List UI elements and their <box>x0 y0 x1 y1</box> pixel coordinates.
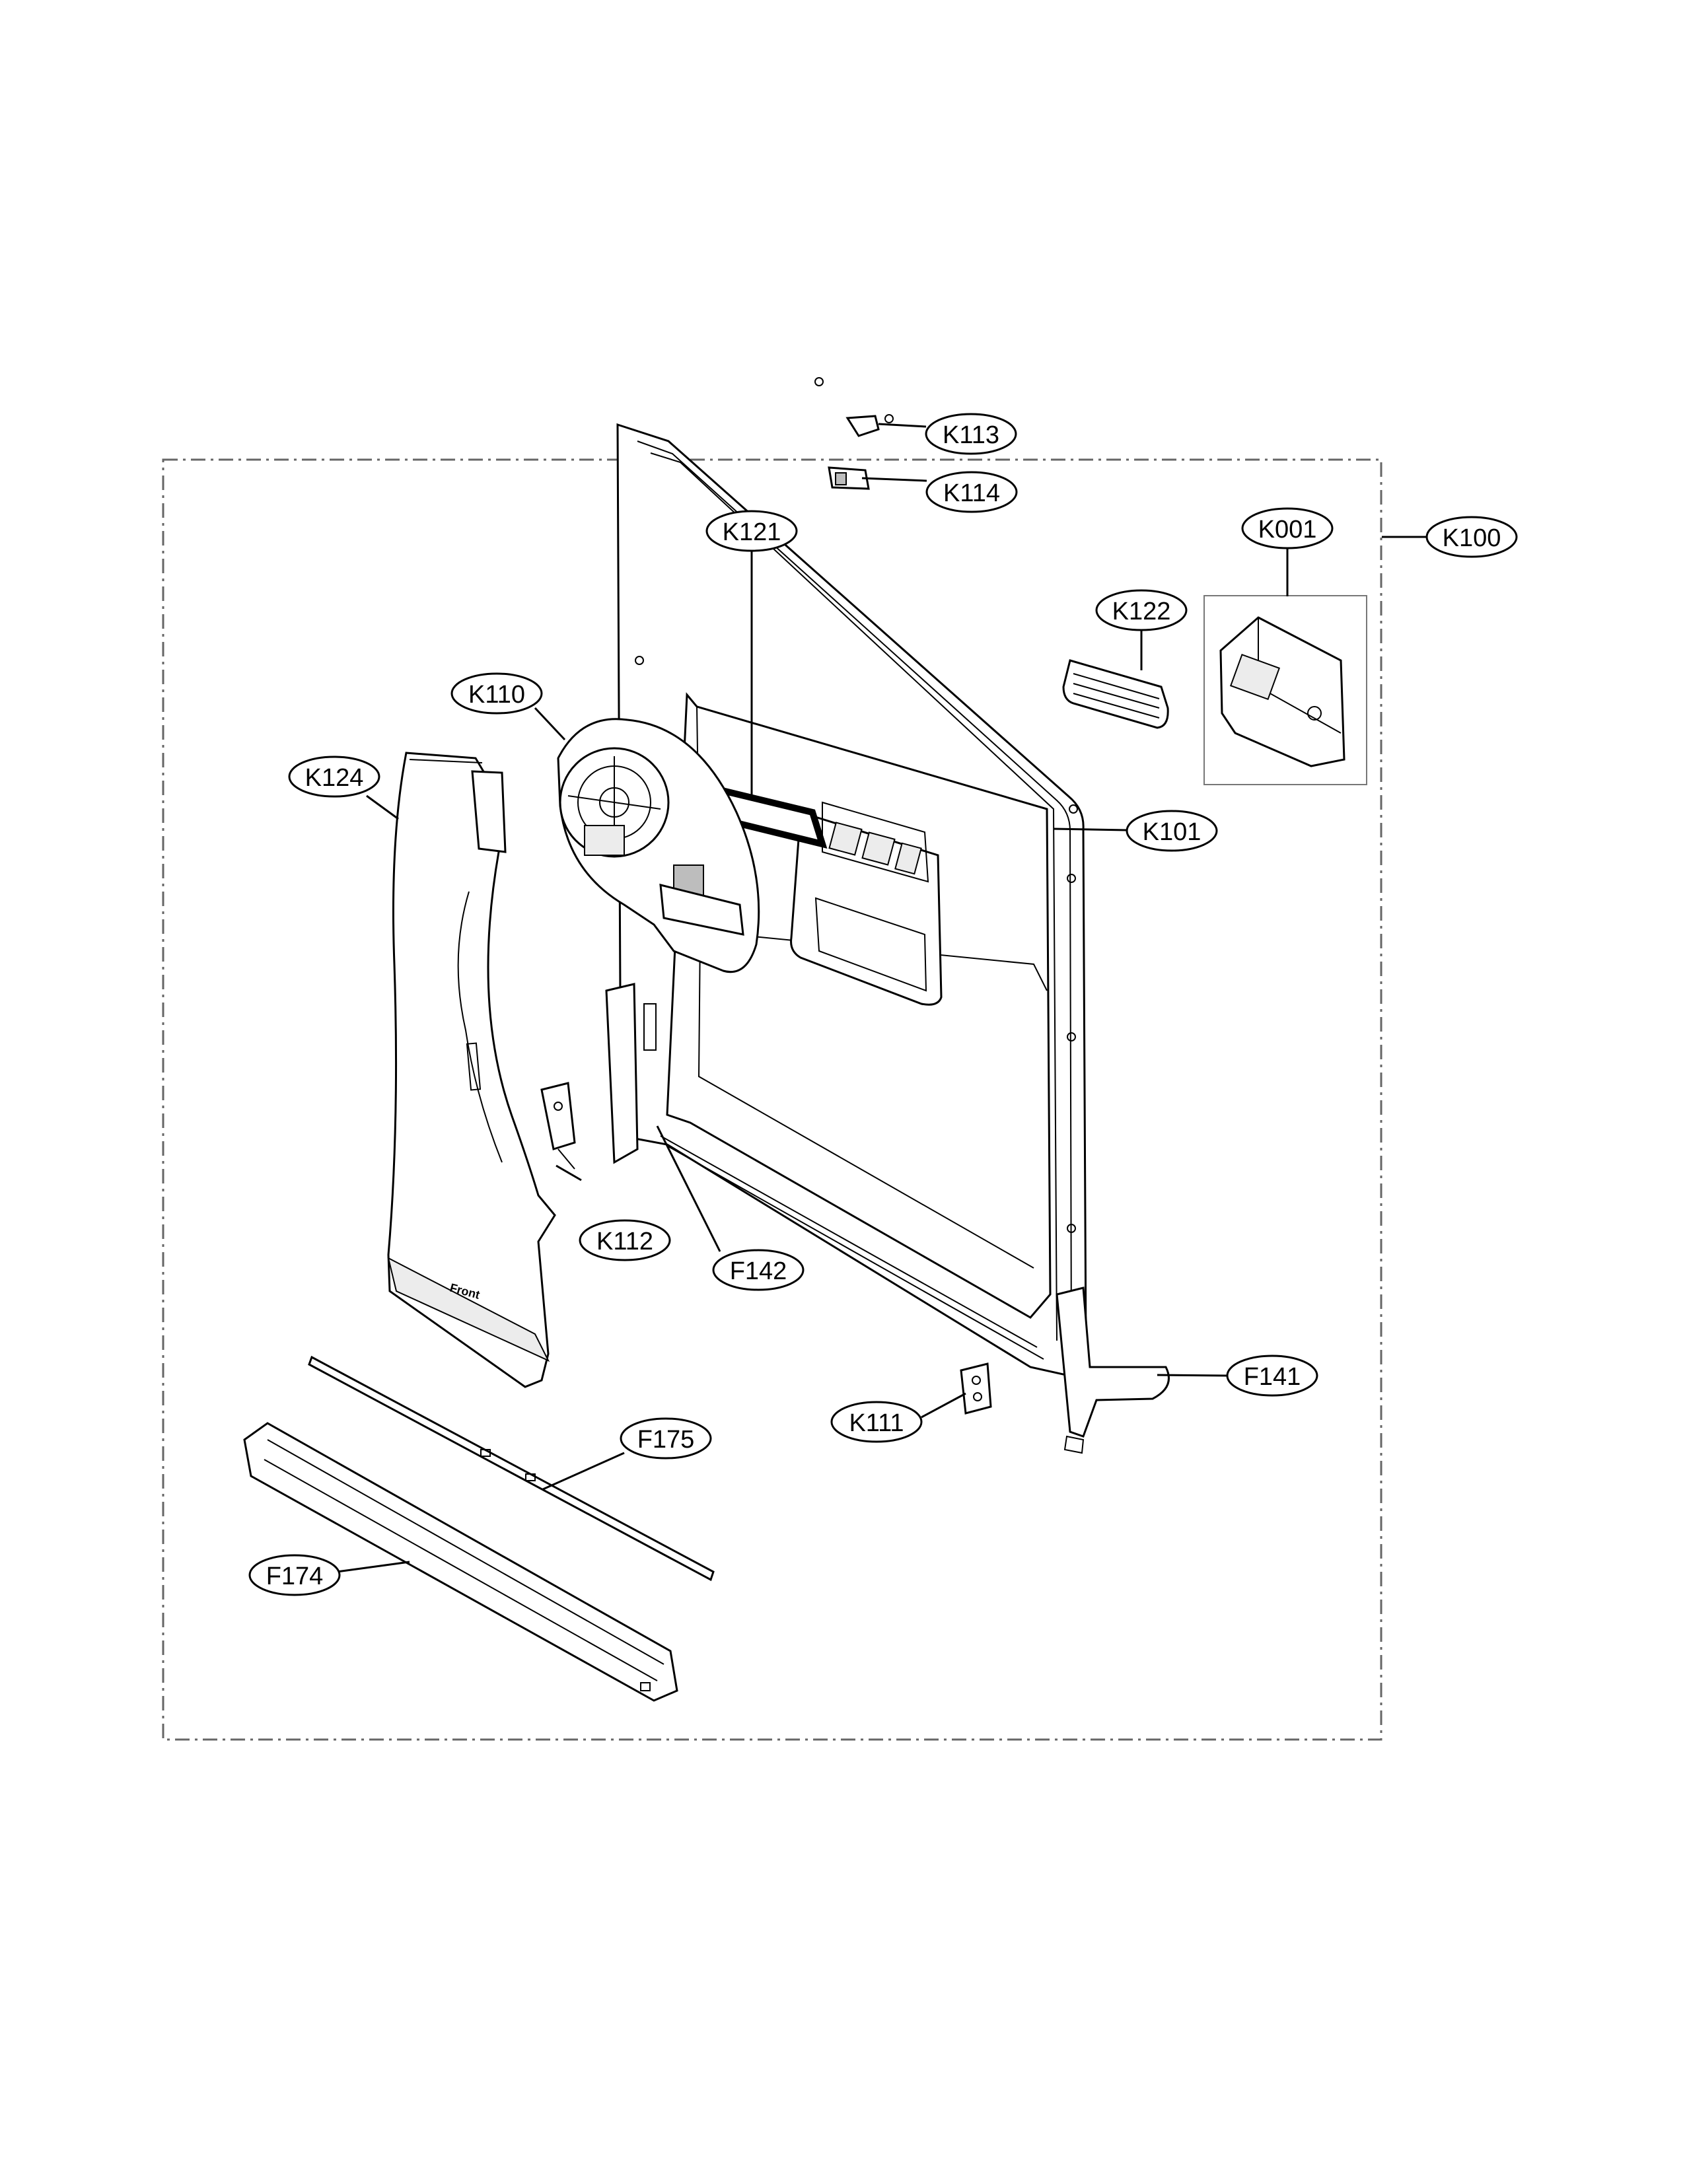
svg-text:K121: K121 <box>723 518 781 546</box>
svg-text:K101: K101 <box>1143 818 1201 846</box>
callout-k124: K124 <box>288 756 380 798</box>
hinge-bracket-k111 <box>960 1362 992 1415</box>
callout-k114: K114 <box>925 471 1018 513</box>
callout-k112: K112 <box>579 1219 671 1261</box>
door-channel-f174 <box>243 1422 678 1702</box>
vent-fan-assembly <box>557 718 760 973</box>
controller-box <box>1203 595 1367 785</box>
svg-text:K124: K124 <box>305 764 364 792</box>
callout-k121: K121 <box>705 510 798 552</box>
callout-f174: F174 <box>248 1554 341 1596</box>
svg-text:K111: K111 <box>849 1409 904 1437</box>
callout-k001: K001 <box>1241 507 1334 549</box>
callout-k101: K101 <box>1126 810 1218 852</box>
assembly-boundary <box>162 458 1382 1741</box>
svg-text:K112: K112 <box>596 1228 653 1255</box>
door-rail-f175 <box>308 1355 715 1582</box>
callout-k100: K100 <box>1425 516 1518 558</box>
callout-f175: F175 <box>620 1417 712 1460</box>
svg-text:F174: F174 <box>266 1563 324 1590</box>
svg-text:F175: F175 <box>637 1426 695 1454</box>
vent-grille <box>1062 659 1169 729</box>
svg-text:K001: K001 <box>1258 516 1317 544</box>
callout-f142: F142 <box>712 1249 805 1291</box>
svg-text:F141: F141 <box>1244 1363 1301 1391</box>
hinge-bracket-k112 <box>540 1082 576 1170</box>
callout-k122: K122 <box>1095 589 1188 631</box>
svg-text:K100: K100 <box>1443 524 1501 552</box>
clip-k113 <box>845 415 880 437</box>
callout-k110: K110 <box>450 672 543 715</box>
door-inner-panel <box>605 377 1170 1454</box>
svg-text:K114: K114 <box>943 479 1000 507</box>
svg-text:F142: F142 <box>730 1257 787 1285</box>
latch-k114 <box>828 466 870 490</box>
leader-lines <box>336 423 1427 1573</box>
callout-f141: F141 <box>1226 1355 1318 1397</box>
svg-text:K113: K113 <box>943 421 999 449</box>
svg-text:K122: K122 <box>1112 598 1171 625</box>
callout-k113: K113 <box>925 413 1017 455</box>
vent-duct: Front <box>387 752 556 1388</box>
callout-k111: K111 <box>830 1401 923 1443</box>
svg-text:K110: K110 <box>468 681 525 709</box>
